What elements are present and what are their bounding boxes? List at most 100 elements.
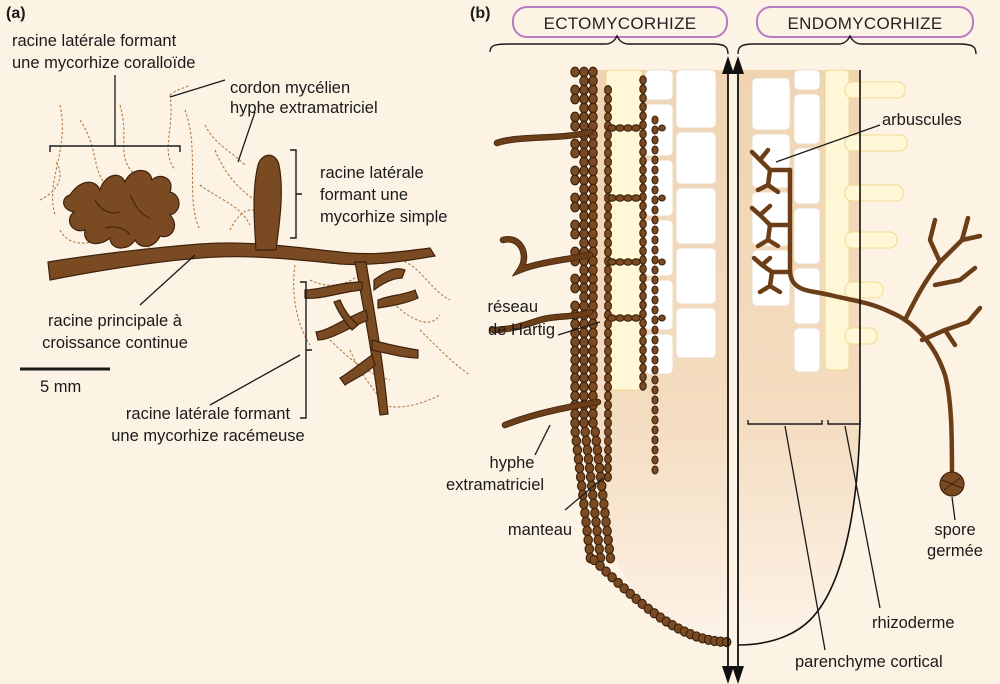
hartig-bead	[605, 86, 612, 95]
simple-mycorrhiza	[254, 155, 281, 250]
hartig-bead	[640, 283, 646, 291]
mantle-bead	[589, 175, 597, 185]
mantle-bead	[571, 220, 579, 230]
mantle-bead	[592, 436, 600, 446]
hartig-bead	[605, 338, 612, 347]
mantle-bead	[589, 139, 597, 149]
mantle-bead	[580, 76, 588, 86]
ecto-cortical-cells	[606, 70, 716, 390]
mantle-bead	[594, 535, 602, 545]
hartig-bead	[605, 383, 612, 392]
hartig-bead	[632, 259, 640, 265]
mantle-bead	[589, 346, 597, 356]
hartig-bead	[605, 131, 612, 140]
hartig-bead	[640, 319, 646, 327]
hartig-bead	[652, 136, 658, 144]
hartig-bead	[640, 94, 646, 102]
ecto-brace	[490, 36, 728, 54]
mantle-bead	[571, 337, 579, 347]
mantle-bead	[575, 463, 583, 473]
spore-label-line2: germée	[927, 542, 983, 560]
hartig-bead	[640, 346, 646, 354]
hartig-bead	[652, 286, 658, 294]
hartig-bead	[652, 196, 658, 204]
mantle-bead	[589, 193, 597, 203]
mantle-bead	[580, 355, 588, 365]
root-system-drawing	[40, 85, 470, 415]
hartig-bead	[605, 401, 612, 410]
mantle-bead	[603, 526, 611, 536]
hartig-bead	[640, 130, 646, 138]
racemose-bracket	[300, 282, 312, 418]
mantle-bead	[592, 517, 600, 527]
mantle-bead	[595, 463, 603, 473]
hartig-bead	[605, 365, 612, 374]
hartig-bead	[640, 148, 646, 156]
hartig-bead	[605, 473, 612, 482]
hartig-bead	[652, 246, 658, 254]
hartig-bead	[640, 76, 646, 84]
hartig-bead	[652, 446, 658, 454]
coralloid-bracket	[50, 140, 180, 152]
mantle-bead	[571, 346, 579, 356]
hartig-bead	[605, 212, 612, 221]
mantle-bead	[582, 436, 590, 446]
mantle-bead	[580, 211, 588, 221]
hartig-bead	[652, 376, 658, 384]
mantle-bead	[582, 517, 590, 527]
hartig-bead	[652, 186, 658, 194]
mantle-bead	[589, 229, 597, 239]
endo-brace	[738, 36, 976, 54]
mantle-bead	[589, 373, 597, 383]
mantle-bead	[583, 445, 591, 455]
hartig-bead	[640, 220, 646, 228]
mantle-bead	[580, 373, 588, 383]
hartig-bead	[605, 248, 612, 257]
hartig-bead	[640, 184, 646, 192]
hartig-bead	[605, 428, 612, 437]
mantle-bead	[589, 328, 597, 338]
ecto-header: ECTOMYCORHIZE	[544, 14, 697, 33]
hartig-bead	[624, 125, 632, 131]
mantle-bead	[600, 499, 608, 509]
mantle-bead	[580, 157, 588, 167]
hartig-bead	[605, 167, 612, 176]
mantle-bead	[580, 139, 588, 149]
mantle-bead	[580, 220, 588, 230]
mantle-bead	[589, 409, 597, 419]
mantle-bead	[580, 499, 588, 509]
coralloid-label-line2: une mycorhize coralloïde	[12, 54, 195, 72]
mantle-bead	[591, 427, 599, 437]
mantle-bead	[722, 637, 730, 646]
simple-label-line3: mycorhize simple	[320, 208, 447, 226]
cord-leader-1	[170, 80, 225, 97]
mantle-bead	[571, 121, 579, 131]
mantle-bead	[578, 481, 586, 491]
hartig-bead	[605, 158, 612, 167]
mantle-bead	[571, 193, 579, 203]
hartig-bead	[608, 259, 616, 265]
mantle-bead	[576, 472, 584, 482]
hartig-bead	[652, 366, 658, 374]
hartig-bead	[605, 203, 612, 212]
mantle-bead	[584, 454, 592, 464]
mantle-bead	[580, 301, 588, 311]
hartig-bead	[605, 419, 612, 428]
main-root	[48, 243, 435, 280]
hartig-bead	[652, 456, 658, 464]
mantle-bead	[581, 427, 589, 437]
hartig-bead	[652, 306, 658, 314]
mantle-bead	[589, 67, 597, 77]
hartig-bead	[640, 274, 646, 282]
mantle-bead	[571, 148, 579, 158]
mantle-bead	[580, 382, 588, 392]
mantle-bead	[571, 319, 579, 329]
hartig-bead	[652, 326, 658, 334]
mantle-bead	[589, 157, 597, 167]
mantle-bead	[589, 220, 597, 230]
hartig-bead	[605, 446, 612, 455]
mantle-bead	[571, 202, 579, 212]
mantle-bead	[589, 76, 597, 86]
hartig-bead	[640, 157, 646, 165]
